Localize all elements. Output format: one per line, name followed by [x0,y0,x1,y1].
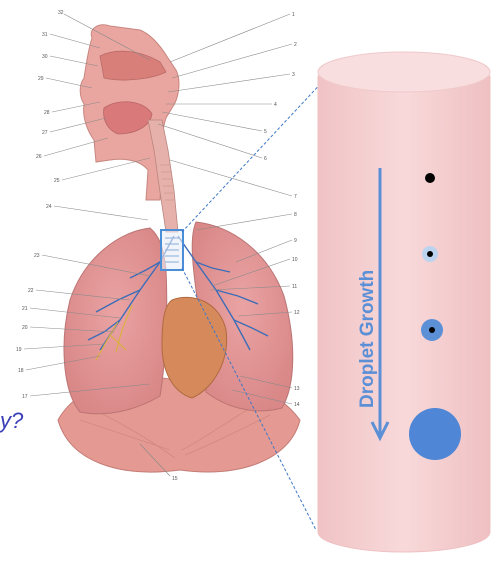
label-24: 24 [46,204,52,210]
label-3: 3 [292,72,295,78]
label-30: 30 [42,54,48,60]
label-31: 31 [42,32,48,38]
label-14: 14 [294,402,300,408]
label-19: 19 [16,347,22,353]
label-10: 10 [292,257,298,263]
label-29: 29 [38,76,44,82]
label-22: 22 [28,288,34,294]
label-21: 21 [22,306,28,312]
anatomy-illustration: 32 31 30 29 28 27 26 25 24 23 22 21 20 1… [16,10,300,482]
label-9: 9 [294,238,297,244]
label-4: 4 [274,102,277,108]
label-1: 1 [292,12,295,18]
label-18: 18 [18,368,24,374]
cylinder-body [318,76,490,552]
label-23: 23 [34,253,40,259]
label-15: 15 [172,476,178,482]
label-25: 25 [54,178,60,184]
droplet-small-core [427,251,433,257]
label-11: 11 [292,284,297,290]
label-26: 26 [36,154,42,160]
label-6: 6 [264,156,267,162]
label-8: 8 [294,212,297,218]
airway-cylinder: Droplet Growth [318,52,490,552]
label-2: 2 [294,42,297,48]
label-7: 7 [294,194,297,200]
partial-question-text: y? [0,408,24,433]
label-32: 32 [58,10,64,16]
right-lung [64,228,167,414]
label-12: 12 [294,310,300,316]
label-5: 5 [264,129,267,135]
droplet-large [409,408,461,460]
cylinder-top [318,52,490,92]
label-17: 17 [22,394,28,400]
label-28: 28 [44,110,50,116]
droplet-smallest [425,173,435,183]
label-13: 13 [294,386,300,392]
droplet-growth-label: Droplet Growth [357,270,378,408]
label-20: 20 [22,325,28,331]
droplet-medium-core [429,327,435,333]
label-27: 27 [42,130,48,136]
